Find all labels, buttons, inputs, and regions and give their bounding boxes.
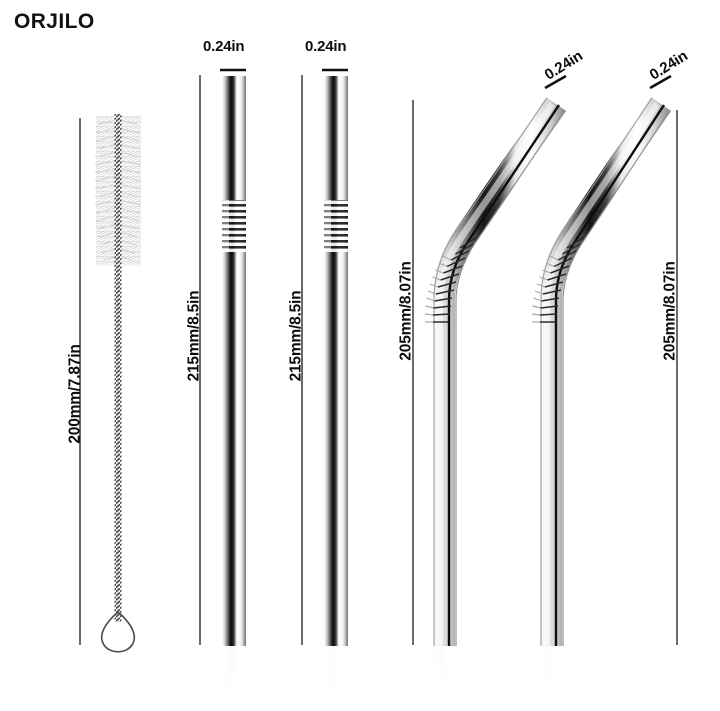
bent1-ribbed-elbow [432,236,478,323]
straw2-reflection [324,646,348,686]
straight-straw-2 [301,68,348,686]
bent-straw-1 [412,74,567,682]
straw1-body [222,76,246,646]
straw1-reflection [222,646,246,686]
straw1-width-label: 0.24in [203,38,245,55]
straw2-length-label: 215mm/8.5in [287,290,305,382]
bent2-width-tick [649,74,672,90]
straight-straw-1 [199,68,246,686]
bent1-length-label: 205mm/8.07in [397,261,415,361]
bent2-reflection [540,646,562,682]
brush-length-label: 200mm/7.87in [66,344,84,444]
bent2-body [540,97,671,646]
bent2-ribbed-elbow [539,236,585,323]
brush-loop-handle [100,610,136,653]
bent2-ribbed-elbow-outer [531,255,559,323]
bent1-ribbed-elbow-outer [424,255,452,323]
bent1-reflection [433,646,455,682]
bent2-length-label: 205mm/8.07in [661,261,679,361]
straw1-length-label: 215mm/8.5in [185,290,203,382]
brand-logo: ORJILO [14,10,95,33]
brush-reflection [100,645,136,688]
straw2-width-label: 0.24in [305,38,347,55]
cleaning-brush [79,114,142,688]
bent1-width-tick [544,74,567,90]
bent-straw-2 [531,74,678,682]
straw2-body [324,76,348,646]
